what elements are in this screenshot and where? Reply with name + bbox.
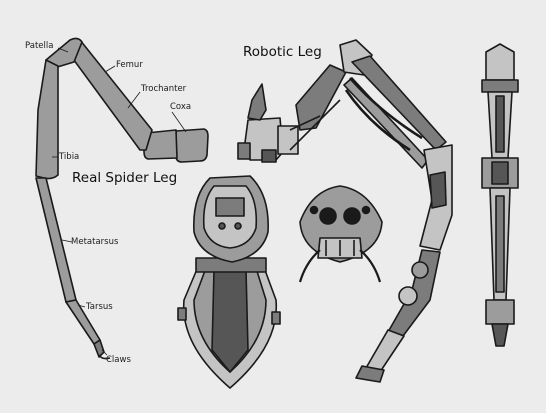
label-tibia: Tibia	[59, 152, 80, 162]
leg-segment-coxa	[175, 128, 209, 163]
leg-segment-tibia	[35, 59, 59, 180]
leg-segment-patella	[45, 37, 83, 69]
real-spider-leg-title: Real Spider Leg	[72, 170, 178, 186]
leg-segment-claws	[93, 339, 105, 358]
eye-right	[343, 207, 361, 225]
label-coxa: Coxa	[170, 102, 192, 112]
top-hub	[485, 43, 515, 81]
robot-head-front-view	[298, 185, 383, 283]
label-leader-lines	[52, 47, 187, 356]
robotic-leg-side	[237, 39, 453, 383]
leg-segment-trochanter	[143, 129, 178, 160]
label-metatarsus: Metatarsus	[71, 237, 119, 247]
label-patella: Patella	[25, 41, 54, 51]
femur-arm	[295, 64, 347, 131]
leg-segment-femur	[67, 39, 153, 151]
tibia-strut	[351, 55, 447, 151]
label-claws: Claws	[106, 355, 131, 365]
label-trochanter: Trochanter	[141, 84, 187, 94]
foot-tip	[491, 323, 509, 347]
foot-claw	[355, 365, 385, 383]
tarsus-segment	[365, 329, 405, 373]
fang-right	[359, 249, 382, 283]
eye-left	[319, 207, 337, 225]
robotic-leg-front-view	[481, 43, 519, 347]
robot-body-top-view	[177, 175, 281, 389]
real-spider-leg	[35, 37, 209, 360]
label-tarsus: Tarsus	[86, 302, 113, 312]
base-fin	[247, 83, 267, 121]
label-femur: Femur	[116, 60, 143, 70]
fang-left	[298, 249, 321, 283]
robotic-leg-title: Robotic Leg	[243, 44, 322, 60]
leg-segment-metatarsus	[35, 177, 77, 303]
